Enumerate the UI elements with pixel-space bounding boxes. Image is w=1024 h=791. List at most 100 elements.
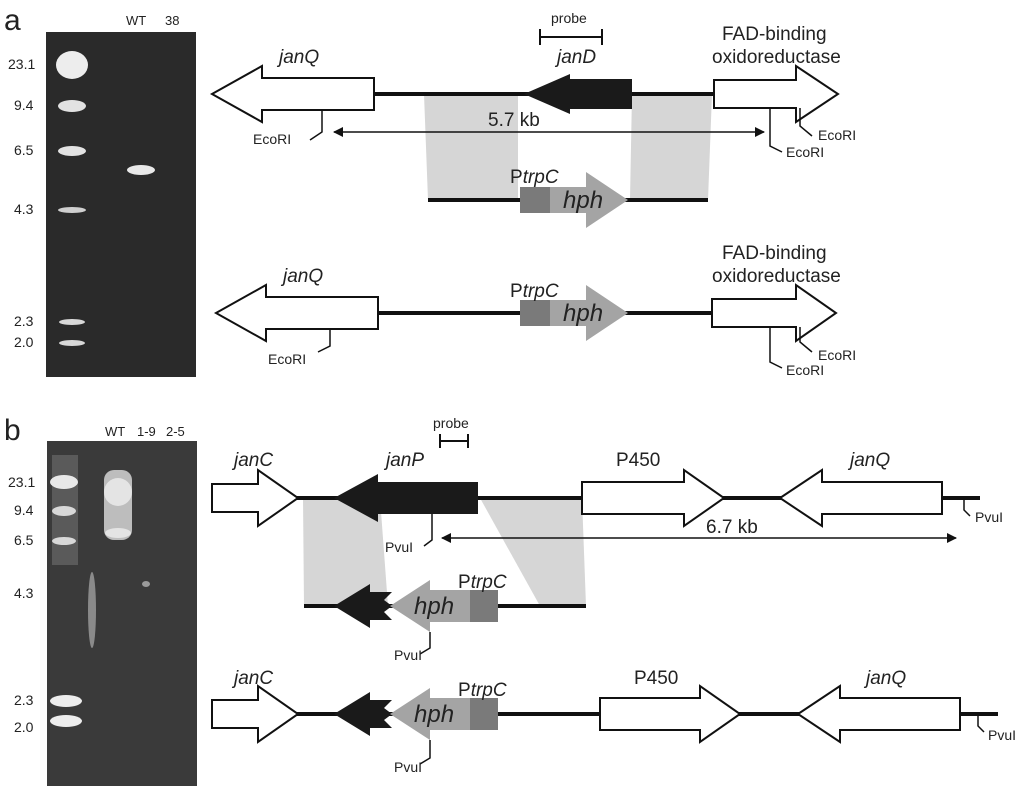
label-hph-b-mutant: hph bbox=[414, 701, 454, 728]
pvui-leader-construct-b bbox=[419, 632, 431, 655]
pvui-leader-mutant-b bbox=[419, 740, 431, 765]
ecori-leader-fad-1-a-mutant bbox=[769, 327, 783, 369]
label-pvui-end-mutant-b: PvuI bbox=[988, 727, 1016, 743]
gene-arrow-janQ-a-mutant bbox=[213, 283, 379, 343]
pvui-leader-end-b bbox=[963, 498, 971, 517]
ecori-leader-fad-2-a bbox=[799, 108, 813, 137]
gene-arrow-janQ-b-mutant bbox=[796, 684, 961, 744]
hph-arrow-b-mutant bbox=[390, 688, 470, 740]
gel-a-ladder-6-5: 6.5 bbox=[14, 142, 34, 158]
diagram-a-construct bbox=[428, 172, 708, 228]
gel-a-lane-wt: WT bbox=[126, 13, 146, 28]
gene-arrow-fad-a-mutant bbox=[711, 283, 838, 343]
gel-b bbox=[47, 441, 197, 786]
panel-b-label: b bbox=[4, 414, 21, 447]
gene-arrow-janC-b-mutant bbox=[211, 684, 300, 744]
gel-b-ladder-2-0: 2.0 bbox=[14, 719, 34, 735]
diagram-b-wildtype bbox=[211, 434, 980, 606]
label-janQ-a-bottom: janQ bbox=[280, 266, 323, 287]
gel-a-ladder-4-3: 4.3 bbox=[14, 201, 34, 217]
diagram-a-mutant bbox=[213, 283, 838, 369]
gel-b-lane-wt: WT bbox=[105, 424, 125, 439]
gel-b-streak bbox=[88, 572, 96, 648]
label-ecori-janQ-a: EcoRI bbox=[253, 131, 291, 147]
gel-a-band-wt bbox=[127, 165, 155, 175]
label-hph-a-mutant: hph bbox=[563, 300, 603, 327]
gene-arrow-janC-b bbox=[211, 468, 300, 528]
gel-a bbox=[46, 32, 196, 377]
gel-a-band-ladder-9-4 bbox=[58, 100, 86, 112]
hph-arrow-a-construct bbox=[550, 172, 628, 228]
label-promoter-b-construct: PtrpC bbox=[458, 572, 507, 593]
gel-b-lane-2-5: 2-5 bbox=[166, 424, 185, 439]
diagram-a-wildtype bbox=[209, 29, 840, 200]
gel-a-ladder-2-0: 2.0 bbox=[14, 334, 34, 350]
gel-b-band-wt-high bbox=[104, 478, 132, 506]
gel-b-dot-1-9 bbox=[142, 581, 150, 587]
gel-b-ladder-2-3: 2.3 bbox=[14, 692, 34, 708]
promoter-prefix: P bbox=[510, 281, 523, 302]
label-distance-a: 5.7 kb bbox=[488, 110, 540, 131]
label-hph-b-construct: hph bbox=[414, 593, 454, 620]
label-janC-b-bottom: janC bbox=[231, 668, 273, 689]
label-promoter-b-mutant: PtrpC bbox=[458, 680, 507, 701]
label-probe-a: probe bbox=[551, 10, 587, 26]
gel-a-ladder-9-4: 9.4 bbox=[14, 97, 34, 113]
label-fad-line2-a-top: oxidoreductase bbox=[712, 47, 841, 68]
homology-shade-right-b bbox=[480, 498, 586, 606]
panel-a-label: a bbox=[4, 4, 21, 37]
promoter-box-b-construct bbox=[470, 590, 498, 622]
label-janQ-b-bottom: janQ bbox=[863, 668, 906, 689]
diagram-b-construct bbox=[304, 580, 586, 655]
promoter-name: trpC bbox=[471, 572, 507, 593]
gel-b-band-ladder-2-3 bbox=[50, 695, 82, 707]
promoter-name: trpC bbox=[523, 167, 559, 188]
gel-a-band-ladder-4-3 bbox=[58, 207, 86, 213]
homology-shade-left-a bbox=[424, 94, 518, 200]
label-janD-a: janD bbox=[554, 47, 596, 68]
label-ecori-fad-2-a-mutant: EcoRI bbox=[818, 347, 856, 363]
gel-a-lane-38: 38 bbox=[165, 13, 179, 28]
gel-a-ladder-2-3: 2.3 bbox=[14, 313, 34, 329]
promoter-box-b-mutant bbox=[470, 698, 498, 730]
label-ecori-fad-2-a: EcoRI bbox=[818, 127, 856, 143]
promoter-prefix: P bbox=[458, 680, 471, 701]
ecori-leader-fad-1-a bbox=[769, 108, 783, 153]
promoter-prefix: P bbox=[458, 572, 471, 593]
label-janQ-b-top: janQ bbox=[847, 450, 890, 471]
gene-arrow-p450-b bbox=[581, 468, 726, 528]
homology-shade-left-b bbox=[303, 498, 388, 606]
ecori-leader-janQ-a-mutant bbox=[317, 329, 331, 353]
gel-b-band-ladder-6-5 bbox=[52, 537, 76, 545]
label-janQ-a-top: janQ bbox=[276, 47, 319, 68]
gel-b-lane-1-9: 1-9 bbox=[137, 424, 156, 439]
label-promoter-a-mutant: PtrpC bbox=[510, 281, 559, 302]
gel-b-band-ladder-23-1 bbox=[50, 475, 78, 489]
label-ecori-fad-1-a-mutant: EcoRI bbox=[786, 362, 824, 378]
gel-a-background bbox=[46, 32, 196, 377]
label-pvui-janP-b: PvuI bbox=[385, 539, 413, 555]
label-probe-b: probe bbox=[433, 415, 469, 431]
label-pvui-end-b: PvuI bbox=[975, 509, 1003, 525]
gel-b-ladder-23-1: 23.1 bbox=[8, 474, 35, 490]
gel-a-band-ladder-top bbox=[56, 51, 88, 79]
ecori-leader-janQ-a bbox=[309, 110, 323, 141]
gel-a-ladder-23-1: 23.1 bbox=[8, 56, 35, 72]
gene-arrow-p450-b-mutant bbox=[599, 684, 742, 744]
promoter-name: trpC bbox=[523, 281, 559, 302]
label-distance-b: 6.7 kb bbox=[706, 517, 758, 538]
label-fad-line1-a-bottom: FAD-binding bbox=[722, 243, 827, 264]
gene-arrow-janQ-a bbox=[209, 64, 375, 124]
label-p450-b-bottom: P450 bbox=[634, 668, 678, 689]
promoter-box-a-construct bbox=[520, 187, 550, 213]
pvui-leader-janP-b bbox=[423, 514, 433, 547]
promoter-name: trpC bbox=[471, 680, 507, 701]
label-ecori-fad-1-a: EcoRI bbox=[786, 144, 824, 160]
label-janC-b-top: janC bbox=[231, 450, 273, 471]
ecori-leader-fad-2-a-mutant bbox=[799, 327, 813, 353]
label-fad-line2-a-bottom: oxidoreductase bbox=[712, 266, 841, 287]
hph-arrow-a-mutant bbox=[550, 285, 628, 341]
label-p450-b-top: P450 bbox=[616, 450, 660, 471]
gene-arrow-janD-a bbox=[524, 74, 632, 114]
